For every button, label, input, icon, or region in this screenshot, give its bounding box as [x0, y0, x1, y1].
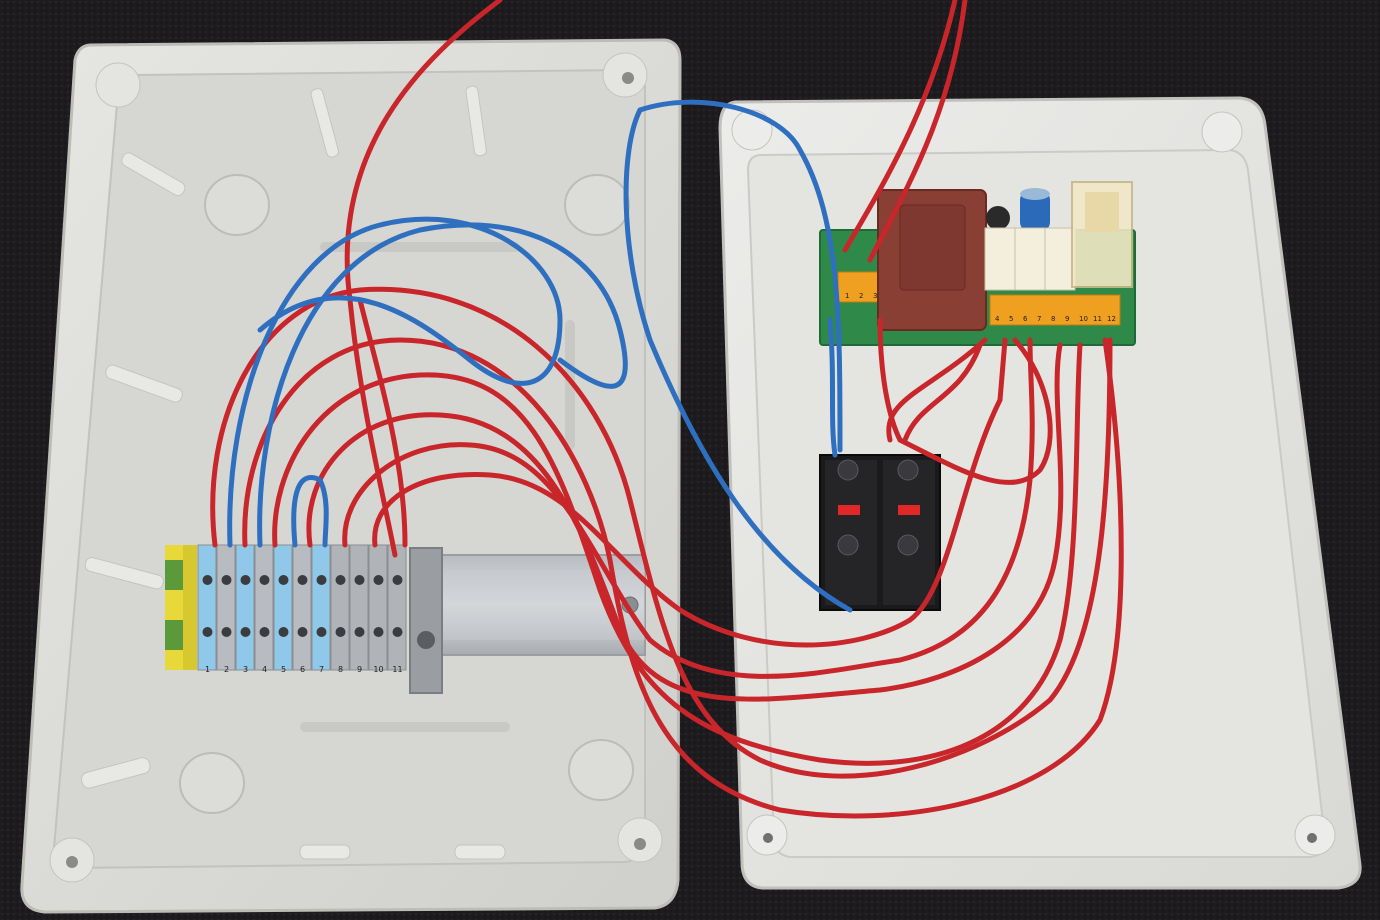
- terminal-screw: [316, 627, 327, 637]
- terminal-module: [368, 544, 388, 671]
- terminal-screw: [297, 575, 308, 585]
- terminal-screw: [392, 627, 403, 637]
- terminal-screw: [278, 627, 289, 637]
- terminal-screw: [278, 575, 289, 585]
- pcb-terminal-number: 12: [1107, 315, 1116, 323]
- pcb-terminal-number: 1: [845, 292, 849, 300]
- relay-large: [1071, 181, 1133, 288]
- terminal-screw: [335, 627, 346, 637]
- pcb-terminal-number: 3: [873, 292, 877, 300]
- terminal-screw: [202, 627, 213, 637]
- terminal-screw: [202, 575, 213, 585]
- terminal-module: [235, 544, 255, 671]
- terminal-module: [311, 544, 331, 671]
- pcb-terminal-number: 6: [1023, 315, 1028, 323]
- terminal-screw: [316, 575, 327, 585]
- pcb-terminal-number: 9: [1065, 315, 1069, 323]
- terminal-number: 1: [205, 665, 210, 674]
- terminal-screw: [240, 627, 251, 637]
- pcb-terminal-number: 4: [995, 315, 1000, 323]
- terminal-module: [216, 544, 236, 671]
- pcb-terminal-number: 8: [1051, 315, 1055, 323]
- terminal-screw: [373, 575, 384, 585]
- terminal-screw: [297, 627, 308, 637]
- terminal-screw: [240, 575, 251, 585]
- terminal-screw: [392, 575, 403, 585]
- terminal-module: [349, 544, 369, 671]
- terminal-number: 7: [319, 665, 324, 674]
- pcb-terminal-number: 10: [1079, 315, 1088, 323]
- terminal-number: 5: [281, 665, 286, 674]
- terminal-screw: [354, 575, 365, 585]
- pcb-terminal-number: 11: [1093, 315, 1102, 323]
- terminal-screw: [221, 627, 232, 637]
- circuit-breakers: [819, 454, 941, 611]
- terminal-number: 3: [243, 665, 248, 674]
- terminal-number: 9: [357, 665, 362, 674]
- terminal-screw: [259, 627, 270, 637]
- terminal-screw: [354, 627, 365, 637]
- terminal-number: 4: [262, 665, 267, 674]
- terminal-module: [273, 544, 293, 671]
- terminal-number: 2: [224, 665, 229, 674]
- terminal-module: [197, 544, 217, 671]
- terminal-module: [387, 544, 407, 671]
- terminal-module: [330, 544, 350, 671]
- terminal-number: 6: [300, 665, 305, 674]
- terminal-block: 1 2 3 4 5 6 7 8 9 10 11: [165, 544, 443, 694]
- pcb-terminal-number: 2: [859, 292, 863, 300]
- terminal-screw: [373, 627, 384, 637]
- terminal-number: 11: [392, 665, 402, 674]
- terminal-module: [292, 544, 312, 671]
- relay-small: [984, 227, 1076, 291]
- terminal-screw: [259, 575, 270, 585]
- transformer: [877, 189, 987, 331]
- terminal-number: 10: [373, 665, 383, 674]
- terminal-screw: [221, 575, 232, 585]
- capacitor: [986, 188, 1050, 232]
- wires: [210, 0, 1124, 819]
- pcb-terminal-number: 5: [1009, 315, 1013, 323]
- terminal-screw: [335, 575, 346, 585]
- enclosure-base: [20, 38, 682, 914]
- terminal-module: [254, 544, 274, 671]
- terminal-number: 8: [338, 665, 343, 674]
- pcb-terminal-number: 7: [1037, 315, 1041, 323]
